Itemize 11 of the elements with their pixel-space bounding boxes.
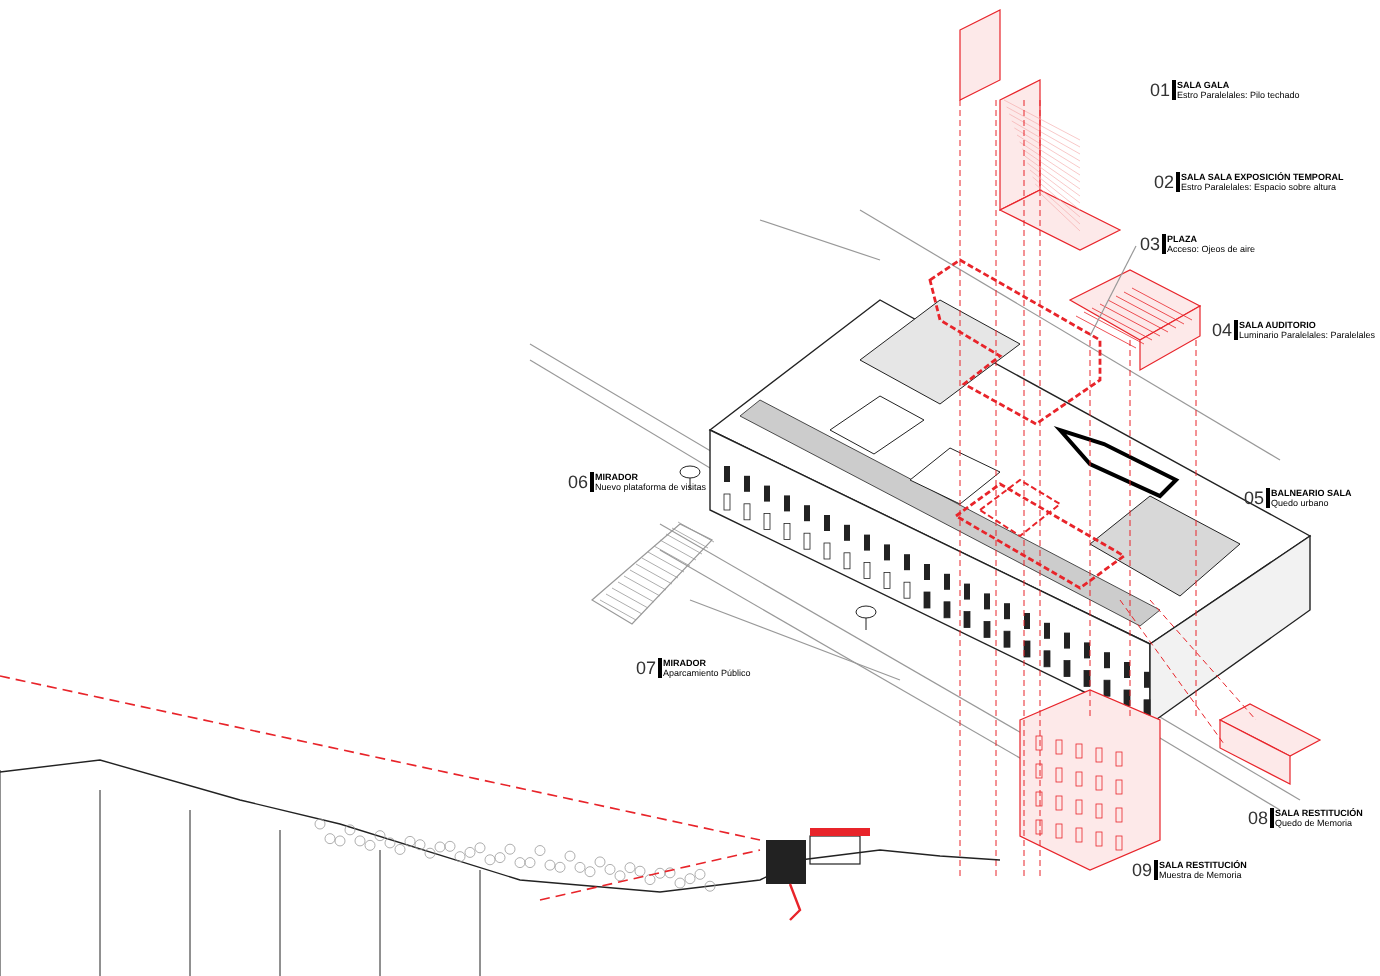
callout-number: 02 xyxy=(1154,172,1175,192)
callout-number: 04 xyxy=(1212,320,1233,340)
callout-number: 09 xyxy=(1132,860,1153,880)
leader-line xyxy=(1089,245,1137,337)
plaza-outline xyxy=(928,258,1102,426)
callout-number: 01 xyxy=(1150,80,1171,100)
callout-number: 08 xyxy=(1248,808,1269,828)
callout-number: 03 xyxy=(1140,234,1161,254)
callout-number: 07 xyxy=(636,658,657,678)
callout-number: 05 xyxy=(1244,488,1265,508)
callout-number: 06 xyxy=(568,472,589,492)
